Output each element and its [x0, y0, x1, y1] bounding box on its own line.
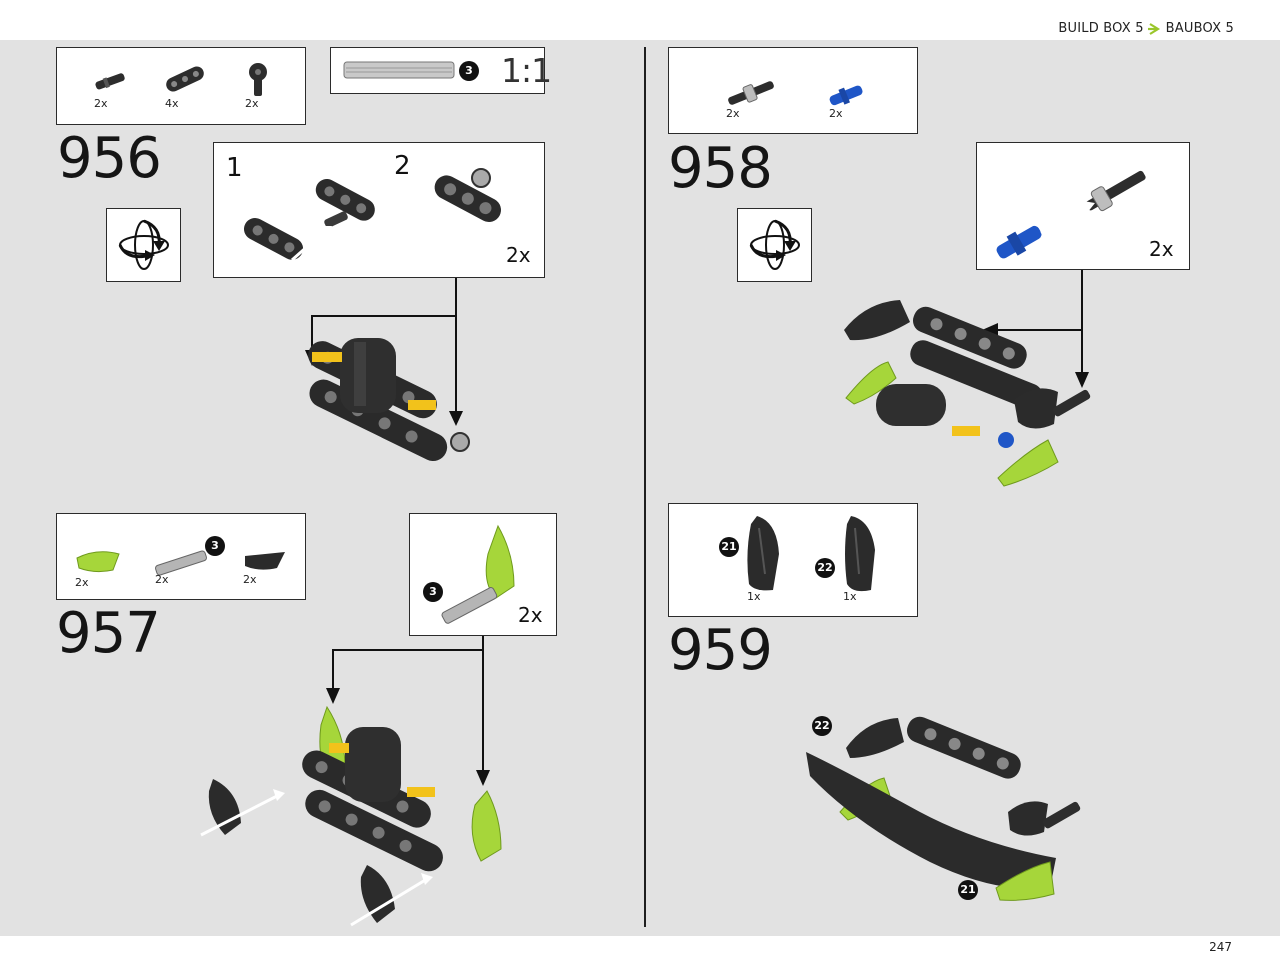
rotate-model-icon	[106, 208, 181, 282]
part-qty: 1x	[747, 590, 761, 603]
sub-assembly-illustration	[996, 170, 1146, 259]
breadcrumb: BUILD BOX 5 BAUBOX 5	[1058, 21, 1234, 36]
part-qty: 2x	[94, 97, 108, 110]
axle-3-icon	[343, 61, 455, 79]
part-number-badge: 22	[812, 716, 832, 736]
multiplier-label: 2x	[1149, 237, 1174, 261]
rotate-model-icon	[737, 208, 812, 282]
axle-pin-icon	[95, 73, 125, 90]
parts-list-958: 2x 2x	[668, 47, 918, 134]
part-qty: 2x	[726, 107, 740, 120]
model-illustration-956	[308, 338, 470, 462]
model-illustration-957	[200, 705, 502, 927]
part-qty: 2x	[75, 576, 89, 589]
sub-assembly-956: 1 2 2x	[213, 142, 545, 278]
parts-list-957: 2x 3 2x 2x	[56, 513, 306, 600]
part-qty: 1x	[843, 590, 857, 603]
step-number: 957	[56, 601, 161, 666]
length-badge: 3	[423, 582, 443, 602]
step-number: 958	[668, 136, 773, 201]
sub-assembly-illustration	[441, 524, 515, 624]
part-number-badge: 22	[815, 558, 835, 578]
sub-assembly-957: 3 2x	[409, 513, 557, 636]
part-qty: 2x	[829, 107, 843, 120]
part-qty: 2x	[245, 97, 259, 110]
step-number: 956	[57, 126, 162, 191]
parts-list-956: 2x 4x 2x	[56, 47, 306, 125]
page-divider	[644, 47, 646, 927]
page-header: BUILD BOX 5 BAUBOX 5	[0, 0, 1280, 40]
scale-label: 1:1	[501, 51, 552, 90]
multiplier-label: 2x	[518, 603, 543, 627]
sub-step-1-illustration	[243, 178, 375, 262]
axle-3-icon	[155, 550, 207, 576]
length-badge: 3	[459, 61, 479, 81]
fairing-right-icon	[845, 516, 875, 592]
sub-step-label: 1	[226, 153, 243, 183]
part-number-badge: 21	[958, 880, 978, 900]
scale-box-956: 3 1:1	[330, 47, 552, 94]
chevron-right-icon	[1147, 22, 1160, 35]
sub-assembly-958: 2x	[976, 142, 1190, 270]
page-number: 247	[1209, 940, 1232, 954]
multiplier-label: 2x	[506, 243, 531, 267]
blue-pin-icon	[829, 85, 863, 106]
sub-step-label: 2	[394, 151, 411, 181]
assembly-arrows-957	[326, 636, 490, 786]
axle-pin-bush-icon	[728, 81, 774, 105]
model-illustration-958	[844, 300, 1091, 487]
baubox-label: BAUBOX 5	[1165, 21, 1234, 36]
model-illustration-959	[806, 716, 1081, 901]
axle-connector-icon	[249, 63, 267, 96]
part-qty: 2x	[243, 573, 257, 586]
build-box-label: BUILD BOX 5	[1058, 21, 1144, 36]
step-number: 959	[668, 618, 773, 683]
part-qty: 2x	[155, 573, 169, 586]
part-number-badge: 21	[719, 537, 739, 557]
parts-list-959: 21 1x 22 1x	[668, 503, 918, 617]
part-qty: 4x	[165, 97, 179, 110]
black-panel-icon	[245, 552, 285, 570]
fairing-left-icon	[747, 516, 779, 591]
beam-3-icon	[166, 66, 204, 92]
length-badge: 3	[205, 536, 225, 556]
sub-step-2-illustration	[434, 168, 502, 222]
lime-panel-icon	[76, 551, 120, 573]
